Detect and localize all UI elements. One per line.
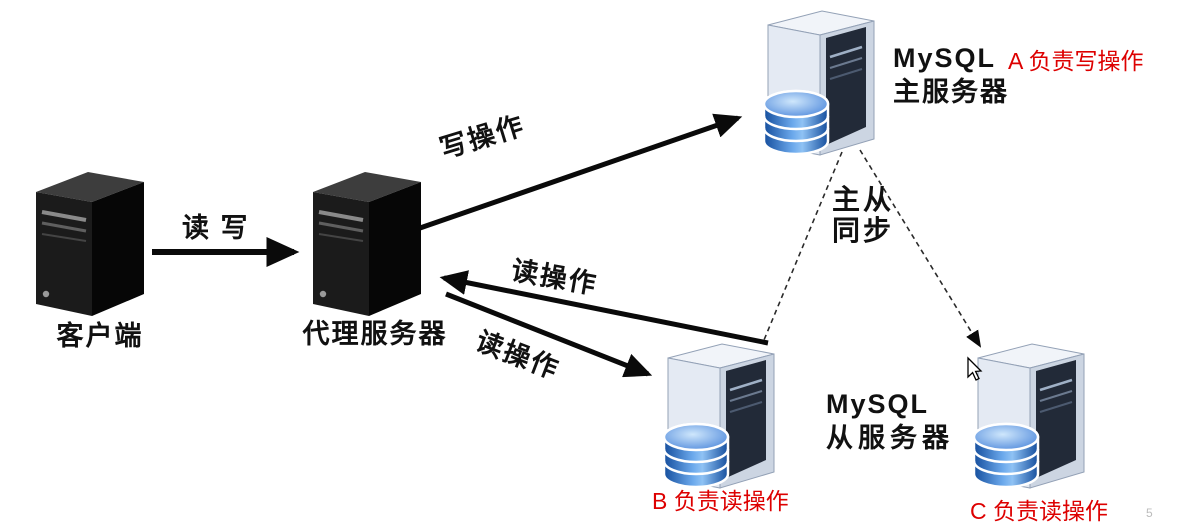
arrow-proxy-to-master xyxy=(419,113,743,231)
mouse-cursor-icon xyxy=(967,356,983,381)
replication-sync-label-line1: 主从 xyxy=(832,184,895,215)
dashed-link-master-to-slave-b xyxy=(763,151,843,341)
annotation-a-write: A 负责写操作 xyxy=(1008,48,1144,74)
mysql-slave-label-line2: 从服务器 xyxy=(826,422,954,453)
annotation-b-read: B 负责读操作 xyxy=(652,488,789,514)
mysql-slave-b-server-icon xyxy=(662,342,776,490)
edge-label-read-write: 读 写 xyxy=(182,213,250,243)
replication-sync-label-line2: 同步 xyxy=(832,215,895,247)
dashed-link-master-to-slave-c xyxy=(859,149,982,348)
mysql-slave-label-line1: MySQL xyxy=(826,389,930,419)
mysql-master-label-line1: MySQL xyxy=(893,43,997,73)
arrow-slaves-to-proxy xyxy=(439,270,769,346)
mysql-master-server-icon xyxy=(762,9,876,157)
client-label: 客户端 xyxy=(56,321,144,351)
arrow-proxy-to-slave-b xyxy=(445,291,653,378)
proxy-label: 代理服务器 xyxy=(302,319,448,349)
proxy-server-icon xyxy=(311,170,423,318)
mysql-slave-label: MySQL 从服务器 xyxy=(826,388,996,456)
replication-sync-label: 主从 同步 xyxy=(832,184,894,247)
client-server-icon xyxy=(34,170,146,318)
mysql-master-label-line2: 主服务器 xyxy=(893,76,1009,107)
watermark: 5 xyxy=(1146,506,1153,520)
annotation-c-read: C 负责读操作 xyxy=(970,498,1108,524)
mysql-master-label: MySQL 主服务器 xyxy=(893,42,1063,110)
